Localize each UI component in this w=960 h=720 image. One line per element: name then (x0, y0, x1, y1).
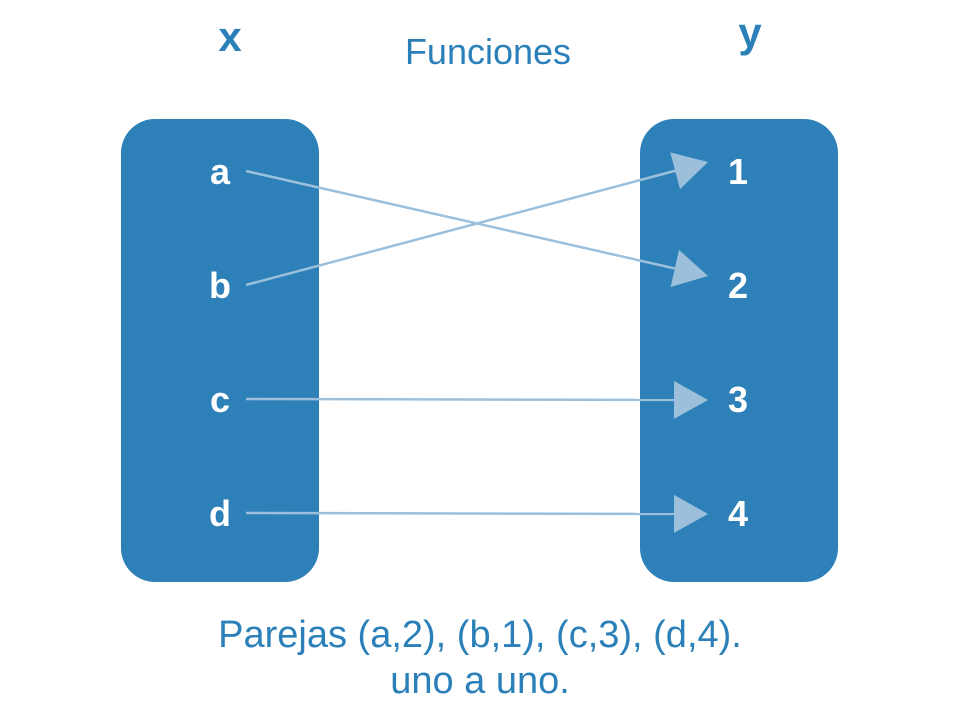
codomain-element-4: 4 (727, 493, 749, 534)
codomain-element-2: 2 (727, 265, 749, 306)
mapping-arrow-c-3 (245, 380, 708, 419)
mapping-arrow-line (245, 169, 678, 287)
domain-element-d: d (209, 493, 231, 534)
arrowhead-icon (670, 249, 708, 287)
domain-element-a: a (209, 151, 231, 192)
domain-element-c: c (209, 379, 231, 420)
domain-element-b: b (209, 265, 231, 306)
caption-line-1: Parejas (a,2), (b,1), (c,3), (d,4). (218, 614, 742, 656)
caption-line-2: uno a uno. (390, 660, 570, 702)
domain-set-box (121, 119, 319, 582)
arrowhead-icon (670, 152, 708, 190)
mapping-arrow-line (245, 397, 677, 402)
mapping-arrow-d-4 (245, 494, 708, 533)
caption: Parejas (a,2), (b,1), (c,3), (d,4). uno … (0, 612, 960, 704)
mapping-arrow-line (245, 169, 678, 271)
codomain-set-box (640, 119, 838, 582)
arrowhead-icon (673, 494, 708, 533)
diagram-title: Funciones (404, 31, 572, 72)
mapping-arrow-a-2 (245, 169, 708, 287)
arrowhead-icon (673, 380, 708, 419)
codomain-element-3: 3 (727, 379, 749, 420)
mapping-arrow-line (245, 511, 677, 516)
domain-label: x (218, 13, 242, 60)
mapping-arrow-b-1 (245, 152, 708, 287)
codomain-label: y (738, 9, 762, 56)
codomain-element-1: 1 (727, 151, 749, 192)
